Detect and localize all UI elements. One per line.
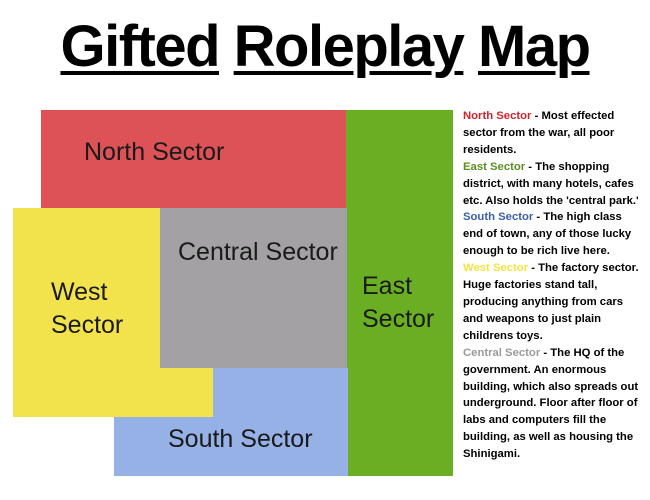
central-sector-label: Central Sector [178, 238, 338, 266]
legend-entry-south: South Sector - The high class end of tow… [463, 209, 643, 260]
legend-name-south: South Sector [463, 211, 534, 224]
legend-name-east: East Sector [463, 160, 526, 173]
legend-text-south: - The high class end of town, any of tho… [463, 211, 632, 258]
legend-text-east: - The shopping district, with many hotel… [463, 160, 639, 207]
legend-text-central: - The HQ of the government. An enormous … [463, 346, 639, 461]
north-sector-region: North Sector [41, 110, 366, 208]
legend-entry-east: East Sector - The shopping district, wit… [463, 159, 643, 210]
title-word-gifted: Gifted [60, 14, 220, 79]
central-sector-region: Central Sector [160, 208, 347, 368]
sector-legend: North Sector - Most effected sector from… [463, 108, 643, 463]
map-title: Gifted Roleplay Map [0, 18, 650, 76]
west-sector-label: West Sector [51, 278, 124, 339]
north-sector-label: North Sector [84, 138, 225, 166]
title-word-map: Map [478, 14, 591, 79]
legend-entry-north: North Sector - Most effected sector from… [463, 108, 643, 159]
legend-entry-central: Central Sector - The HQ of the governmen… [463, 345, 643, 463]
legend-name-north: North Sector [463, 110, 532, 122]
south-sector-label: South Sector [168, 425, 313, 453]
legend-text-west: - The factory sector. Huge factories sta… [463, 262, 639, 342]
east-sector-label: East Sector [362, 272, 435, 333]
legend-entry-west: West Sector - The factory sector. Huge f… [463, 260, 643, 345]
legend-text-north: - Most effected sector from the war, all… [463, 110, 615, 156]
legend-name-west: West Sector [463, 262, 529, 275]
legend-name-central: Central Sector [463, 346, 541, 359]
east-sector-region: East Sector [346, 110, 453, 476]
title-word-roleplay: Roleplay [233, 14, 465, 79]
